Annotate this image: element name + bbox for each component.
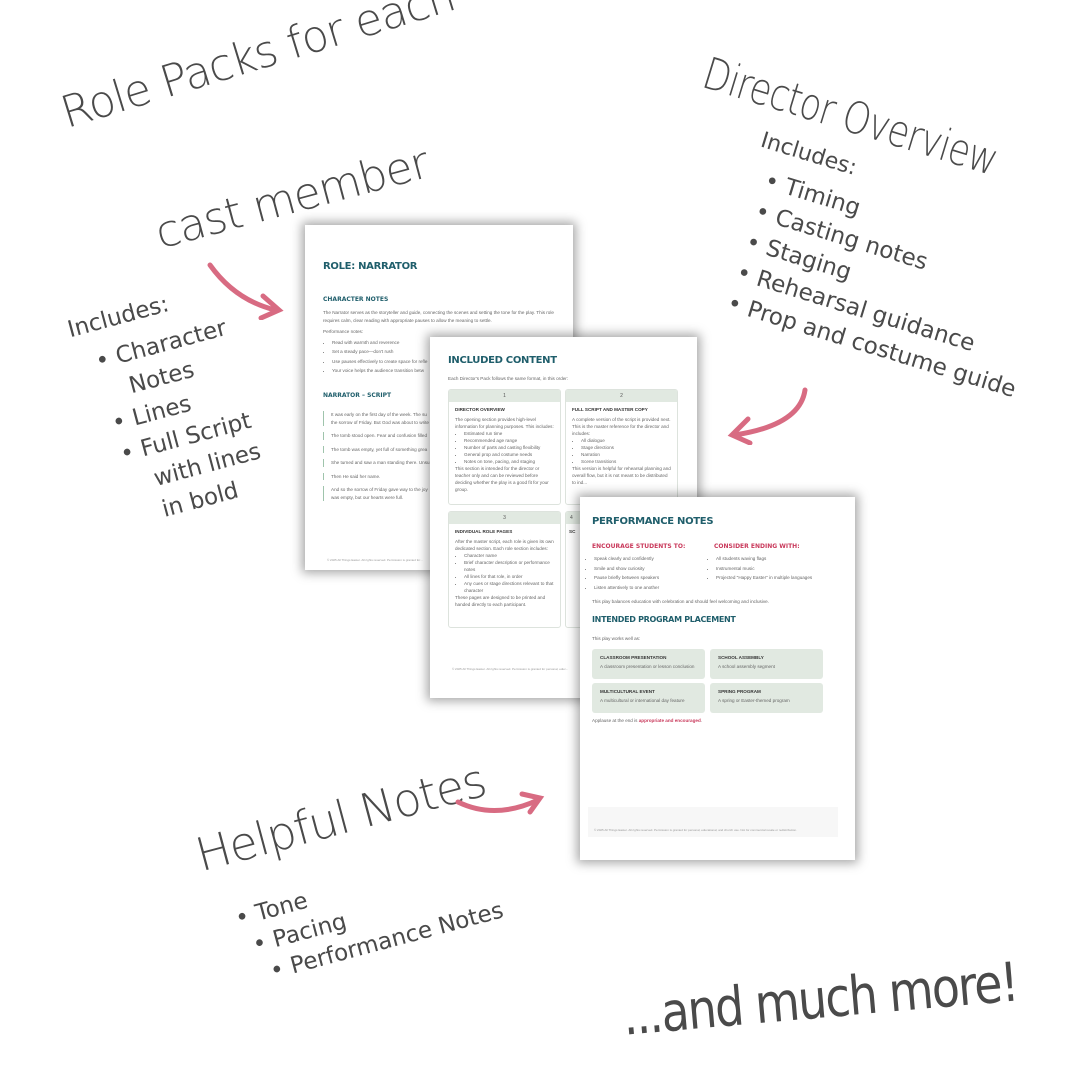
arrow-right-icon xyxy=(455,791,545,815)
role-packs-list: • Character Notes • Lines • Full Script … xyxy=(92,312,273,533)
section-heading: ENCOURAGE STUDENTS TO: xyxy=(592,543,686,550)
page-title: ROLE: NARRATOR xyxy=(323,261,418,272)
character-notes-text: The Narrator serves as the storyteller a… xyxy=(323,309,558,376)
section-heading: CHARACTER NOTES xyxy=(323,296,389,303)
director-list: • Timing • Casting notes • Staging • Reh… xyxy=(723,165,1057,406)
role-packs-title-line1: Role Packs for each xyxy=(55,0,461,139)
section-heading: CONSIDER ENDING WITH: xyxy=(714,543,800,550)
applause-text: Applause at the end is appropriate and e… xyxy=(592,718,703,723)
encourage-list: Speak clearly and confidentlySmile and s… xyxy=(594,554,659,592)
arrow-right-icon xyxy=(207,262,284,320)
performance-notes-page: PERFORMANCE NOTES ENCOURAGE STUDENTS TO:… xyxy=(580,497,855,860)
balance-text: This play balances education with celebr… xyxy=(592,599,769,604)
page-footer: © 2025 All Things Easter. All rights res… xyxy=(327,558,423,562)
and-much-more: ...and much more! xyxy=(620,950,1020,1048)
placement-intro: This play works well as: xyxy=(592,636,641,641)
arrow-left-icon xyxy=(727,387,808,445)
ending-list: All students waving flagsInstrumental mu… xyxy=(716,554,812,583)
page-footer: © 2025 All Things Easter. All rights res… xyxy=(452,667,569,671)
intro-text: Each Director's Pack follows the same fo… xyxy=(448,376,569,381)
page-footer: © 2025 All Things Easter. All rights res… xyxy=(594,828,797,832)
section-heading: NARRATOR – SCRIPT xyxy=(323,392,392,399)
section-heading: INTENDED PROGRAM PLACEMENT xyxy=(592,615,736,624)
script-lines: It was early on the first day of the wee… xyxy=(323,405,430,507)
page-title: PERFORMANCE NOTES xyxy=(592,516,714,527)
page-title: INCLUDED CONTENT xyxy=(448,355,557,366)
